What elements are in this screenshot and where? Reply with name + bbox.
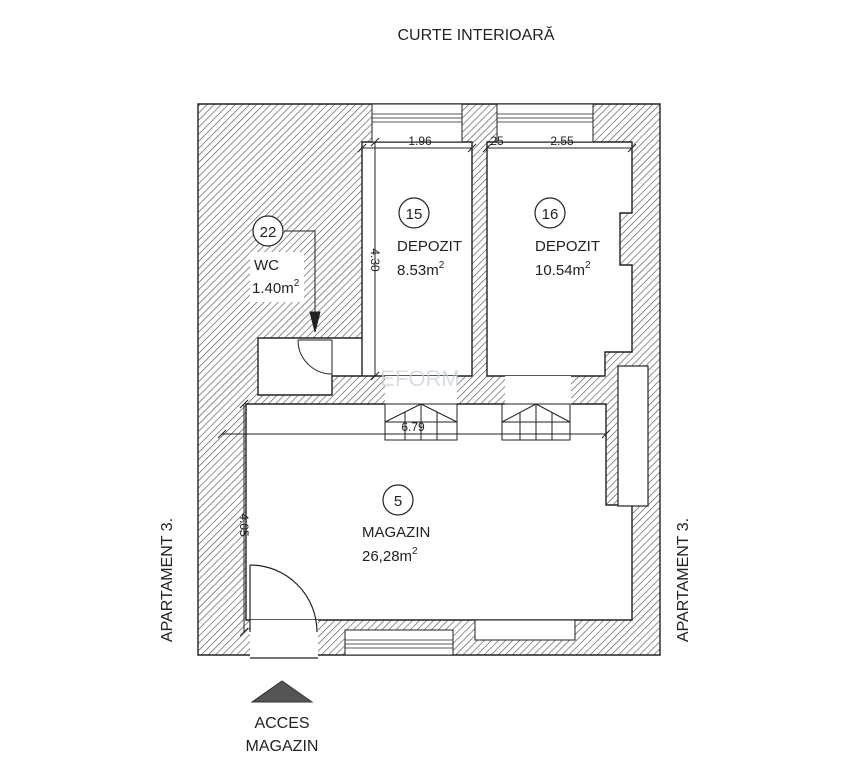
- room-15-name: DEPOZIT: [397, 238, 462, 255]
- room-16-circle: [534, 197, 566, 229]
- access-label-line2: MAGAZIN: [246, 738, 319, 755]
- dim-depozit-height: [370, 137, 380, 381]
- dim-depozit16-width: [482, 143, 637, 153]
- room-15-area: 8.53m: [397, 262, 439, 279]
- dim-25-label: 25: [490, 134, 504, 148]
- top-window-right: [496, 103, 594, 143]
- dim-depozit15-width: [357, 143, 477, 153]
- room-16-area-sup: 2: [585, 260, 591, 271]
- apartment-right-label: APARTAMENT 3.: [675, 518, 692, 642]
- room-5-circle: [382, 484, 414, 516]
- room-5-number: 5: [394, 493, 402, 510]
- dim-679-label: 6.79: [401, 420, 425, 434]
- dim-magazin-width: [217, 429, 611, 439]
- room-5-name: MAGAZIN: [362, 524, 430, 541]
- room-5-area-sup: 2: [412, 546, 418, 557]
- access-label-line1: ACCES: [254, 715, 309, 732]
- dim-430-label: 4.30: [368, 248, 382, 272]
- svg-text:1.40m2: 1.40m2: [252, 278, 300, 297]
- dim-196-label: 1.96: [408, 134, 432, 148]
- watermark: EFORM: [380, 366, 459, 391]
- right-wall-niche: [617, 365, 649, 507]
- top-window-left: [371, 103, 463, 143]
- room-22-name: WC: [254, 257, 279, 274]
- room-16-area: 10.54m: [535, 262, 585, 279]
- room-22-number: 22: [260, 224, 277, 241]
- room-15-number: 15: [406, 206, 423, 223]
- passage-depozit15: [385, 376, 457, 406]
- room-22-area-sup: 2: [294, 278, 300, 289]
- room-15-area-sup: 2: [439, 260, 445, 271]
- svg-text:10.54m2: 10.54m2: [535, 260, 591, 279]
- wc-leader-arrow: [284, 230, 321, 333]
- entrance-door: [249, 564, 318, 633]
- room-5-area: 26,28m: [362, 548, 412, 565]
- apartment-left-label: APARTAMENT 3.: [159, 518, 176, 642]
- bottom-window: [344, 619, 576, 656]
- room-16-number: 16: [542, 206, 559, 223]
- room-15-circle: [398, 197, 430, 229]
- room-22-area: 1.40m: [252, 280, 294, 297]
- svg-text:26,28m2: 26,28m2: [362, 546, 418, 565]
- threshold-left: [384, 403, 458, 441]
- entrance-gap: [250, 620, 318, 658]
- threshold-right: [501, 403, 571, 441]
- wc-door: [297, 339, 333, 395]
- dim-255-label: 2.55: [550, 134, 574, 148]
- room-16-name: DEPOZIT: [535, 238, 600, 255]
- dim-magazin-height: [239, 399, 249, 637]
- courtyard-label: CURTE INTERIOARĂ: [397, 25, 554, 44]
- passage-depozit16: [505, 376, 571, 406]
- access-arrow-icon: [250, 680, 314, 703]
- svg-text:8.53m2: 8.53m2: [397, 260, 445, 279]
- dim-405-label: 4.05: [237, 513, 251, 537]
- room-22-circle: [252, 215, 284, 247]
